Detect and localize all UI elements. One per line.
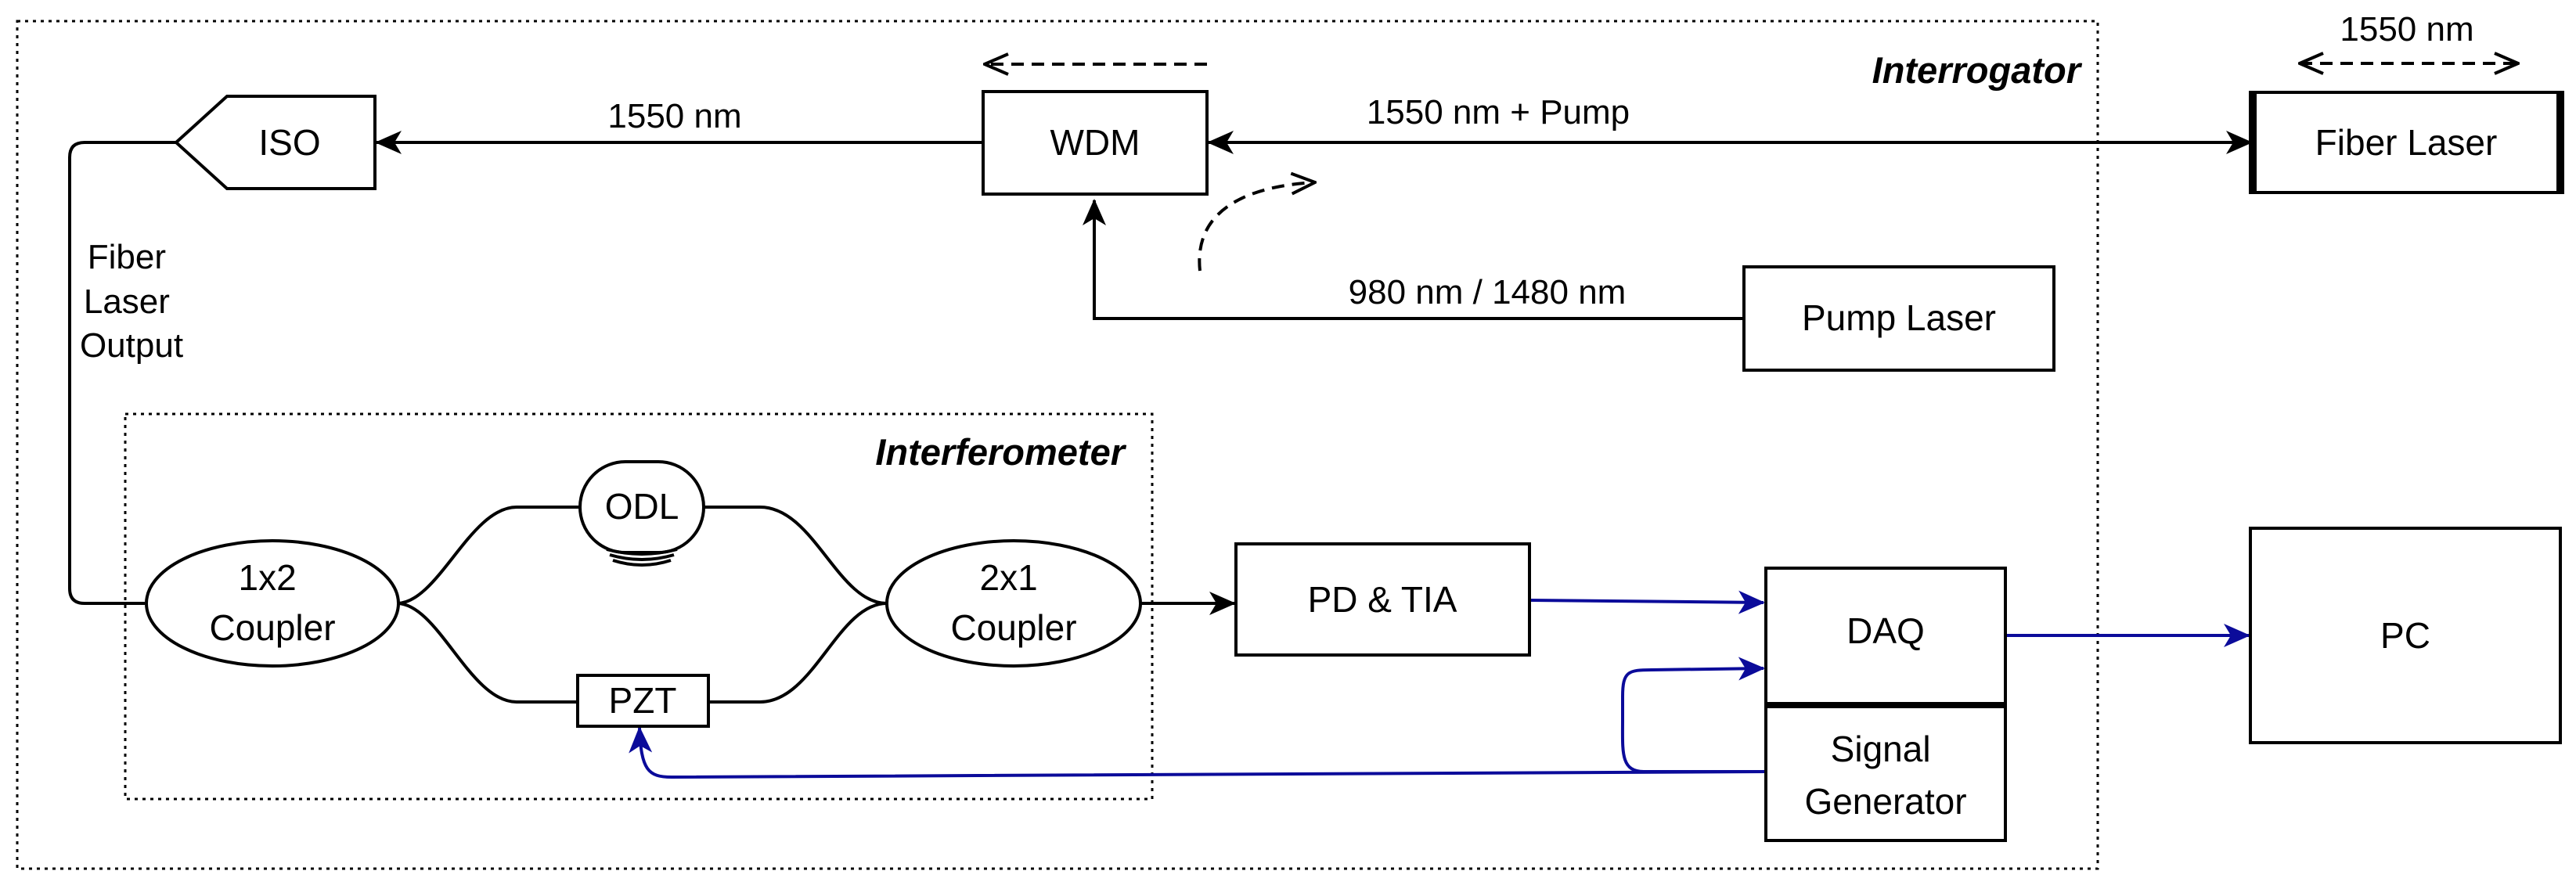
signal-generator-label: Signal Generator xyxy=(1804,729,1966,822)
coupler-2x1-label: 2x1 Coupler xyxy=(950,557,1076,648)
iso-label: ISO xyxy=(258,122,320,163)
wavelength-label-pump-combined: 1550 nm + Pump xyxy=(1367,93,1630,131)
signal-generator-block xyxy=(1764,705,2007,842)
pd-to-daq-link xyxy=(1530,590,1765,614)
fiber-laser-output-label: Fiber Laser Output xyxy=(80,238,183,365)
daq-block xyxy=(1764,567,2007,707)
odl-coil-icon xyxy=(578,460,705,567)
wdm-label: WDM xyxy=(1050,122,1140,163)
wavelength-label-iso: 1550 nm xyxy=(607,97,741,135)
lower-arm-in xyxy=(396,602,578,704)
wavelength-label-top: 1550 nm xyxy=(2340,10,2473,49)
upper-arm-in xyxy=(396,506,580,605)
fiber-laser-label: Fiber Laser xyxy=(2315,122,2498,163)
pd-tia-label: PD & TIA xyxy=(1308,579,1457,620)
pump-direction-arrow xyxy=(1198,182,1315,272)
siggen-to-daq-link xyxy=(1620,657,1766,773)
pump-laser-block xyxy=(1742,265,2055,372)
pzt-block xyxy=(576,674,710,728)
pd-tia-block xyxy=(1234,542,1531,657)
pc-block xyxy=(2249,527,2562,744)
pc-label: PC xyxy=(2380,615,2430,656)
iso-block xyxy=(174,95,376,190)
pump-to-wdm-link xyxy=(1083,199,1744,320)
odl-label: ODL xyxy=(605,486,679,527)
interferometer-title: Interferometer xyxy=(875,431,1126,473)
interrogator-title: Interrogator xyxy=(1872,49,2083,91)
fiber-laser-output-link xyxy=(68,141,176,605)
coupler-2x1 xyxy=(885,539,1142,668)
pump-wavelength-label: 980 nm / 1480 nm xyxy=(1349,273,1627,311)
coupler-1x2-label: 1x2 Coupler xyxy=(209,557,335,648)
pzt-label: PZT xyxy=(609,680,677,721)
lower-arm-out xyxy=(708,602,888,704)
siggen-to-pzt-link xyxy=(629,726,1767,779)
pump-laser-label: Pump Laser xyxy=(1802,297,1996,338)
wdm-block xyxy=(982,90,1209,196)
daq-label: DAQ xyxy=(1846,610,1925,651)
interferometer-frame xyxy=(124,412,1154,801)
interrogator-frame xyxy=(16,20,2099,870)
coupler-1x2 xyxy=(145,539,400,668)
upper-arm-out xyxy=(704,506,888,605)
